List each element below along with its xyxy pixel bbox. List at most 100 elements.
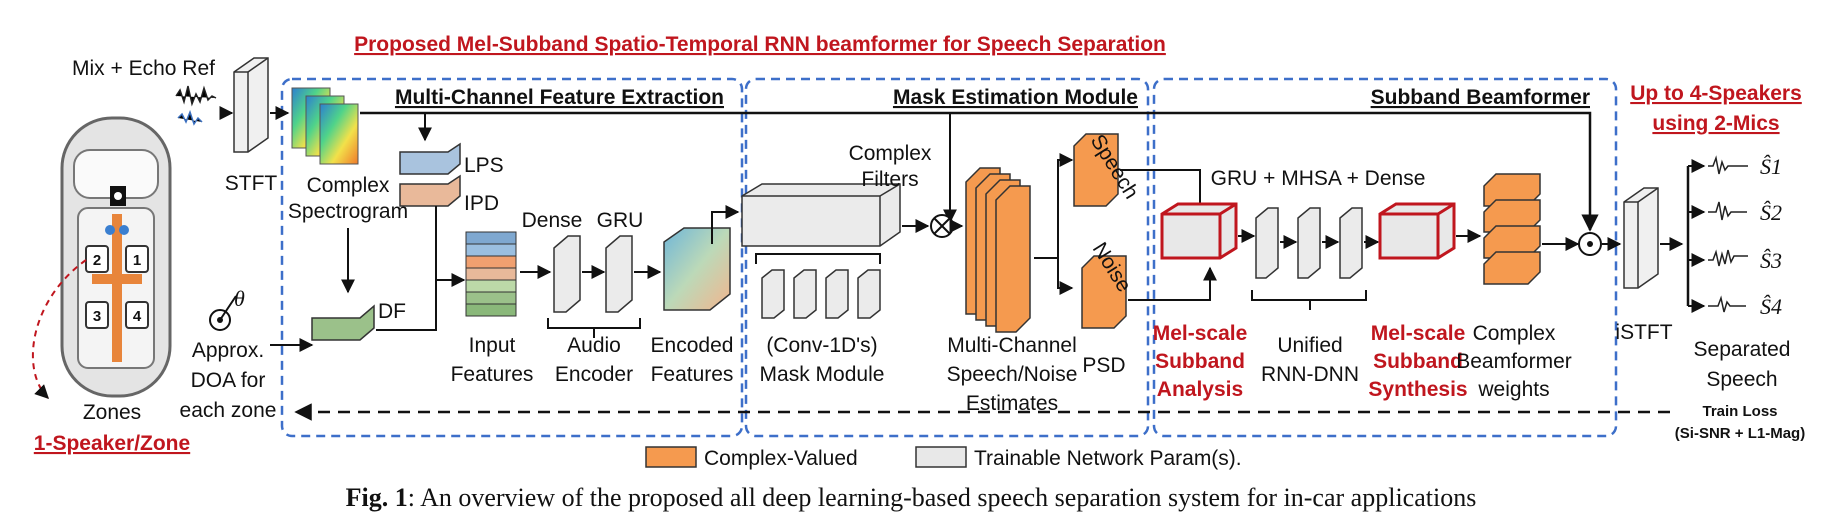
encoded-features-label: Encoded [651, 334, 734, 357]
seat-number: 3 [93, 308, 101, 325]
mask-module-label: Mask Module [760, 363, 885, 386]
mask-module-edge [879, 183, 901, 197]
lps-label: LPS [464, 154, 504, 177]
unified-label: RNN-DNN [1261, 363, 1359, 386]
legend-trainable-label: Trainable Network Param(s). [974, 447, 1242, 470]
seat-number: 1 [133, 252, 141, 269]
weights-label: weights [1477, 378, 1549, 401]
df-block [311, 304, 375, 341]
car-icon [60, 116, 172, 398]
feature-extraction-module [280, 77, 744, 438]
seat-number: 4 [133, 308, 142, 325]
dense-block [553, 235, 581, 313]
speaker-label: Ŝ2 [1760, 200, 1782, 225]
analysis-label: Mel-scale [1153, 322, 1248, 345]
zones-label: Zones [83, 401, 141, 424]
synthesis-label: Synthesis [1368, 378, 1467, 401]
apply-operator-icon [1578, 232, 1602, 256]
encoded-features-label: Features [651, 363, 734, 386]
audio-encoder-label: Audio [567, 334, 621, 357]
speech-noise-estimates-block [965, 167, 1031, 333]
subband-synthesis-block [1378, 202, 1456, 260]
ipd-label: IPD [464, 192, 499, 215]
analysis-label: Subband [1155, 350, 1245, 373]
doa-label: each zone [180, 399, 277, 422]
beamformer-weights-block [1483, 173, 1541, 285]
train-loss-label: (Si-SNR + L1-Mag) [1675, 425, 1805, 442]
speaker-label: Ŝ4 [1760, 294, 1782, 319]
mix-label: Mix + Echo Ref [72, 57, 215, 80]
estimates-label: Estimates [966, 392, 1058, 415]
complex-spectrogram-label: Spectrogram [288, 200, 408, 223]
mask-estimation-title: Mask Estimation Module [893, 86, 1138, 109]
features-merge-line [376, 280, 437, 331]
subband-beamformer-title: Subband Beamformer [1371, 86, 1590, 109]
encoded-features-block [663, 227, 731, 311]
estimates-split-line [1057, 258, 1074, 295]
synthesis-label: Mel-scale [1371, 322, 1466, 345]
multiply-operator-icon [930, 214, 954, 238]
output-note: Up to 4-Speakers [1630, 82, 1802, 105]
input-features-label: Input [469, 334, 516, 357]
df-label: DF [378, 300, 406, 323]
noise-psd-block [1081, 255, 1127, 329]
theta-symbol: θ [234, 286, 245, 311]
speaker-label: Ŝ1 [1760, 154, 1782, 179]
speaker-label: Ŝ3 [1760, 248, 1782, 273]
separated-label: Speech [1706, 368, 1777, 391]
separated-label: Separated [1694, 338, 1791, 361]
conv1d-blocks [761, 269, 881, 319]
input-features-label: Features [451, 363, 534, 386]
separated-waveform-icon [1708, 155, 1748, 313]
stft-label: STFT [225, 172, 278, 195]
legend-complex-swatch [645, 446, 697, 468]
mask-module-brace [755, 253, 881, 264]
mask-module-block [741, 183, 901, 247]
unified-rnn-blocks [1255, 207, 1363, 279]
feature-extraction-title: Multi-Channel Feature Extraction [395, 86, 724, 109]
legend-complex-label: Complex-Valued [704, 447, 858, 470]
ipd-block [399, 174, 461, 207]
estimates-split-line [1034, 153, 1074, 259]
gru-block [605, 235, 633, 313]
complex-filters-label: Complex [849, 142, 932, 165]
input-features-stack [465, 231, 517, 317]
subband-analysis-block [1160, 202, 1238, 260]
diagram-title: Proposed Mel-Subband Spatio-Temporal RNN… [354, 33, 1166, 56]
zones-arrow [31, 259, 87, 399]
complex-spectrogram-icon [291, 87, 359, 165]
doa-label: DOA for [191, 369, 266, 392]
lps-block [399, 142, 461, 175]
noise-psd-arrow [1128, 266, 1217, 301]
mask-module-label: (Conv-1D's) [766, 334, 877, 357]
unified-rnn-brace [1251, 290, 1367, 310]
figure-caption: Fig. 1: An overview of the proposed all … [346, 483, 1477, 512]
synthesis-label: Subband [1373, 350, 1463, 373]
train-loss-label: Train Loss [1702, 403, 1777, 420]
gru-label: GRU [597, 209, 644, 232]
spectrogram-bypass-line [360, 111, 1599, 232]
legend-trainable-swatch [915, 446, 967, 468]
mix-waveform-icon [175, 85, 217, 126]
stft-block [233, 57, 269, 153]
gru-mhsa-label: GRU + MHSA + Dense [1211, 167, 1426, 190]
complex-spectrogram-label: Complex [307, 174, 390, 197]
istft-block [1623, 187, 1659, 289]
zones-note: 1-Speaker/Zone [34, 432, 190, 455]
seat-number: 2 [93, 252, 101, 269]
audio-encoder-brace [547, 318, 641, 338]
complex-filters-label: Filters [861, 168, 918, 191]
unified-label: Unified [1277, 334, 1342, 357]
weights-label: Complex [1473, 322, 1556, 345]
caption-text: : An overview of the proposed all deep l… [408, 483, 1477, 512]
speech-psd-block [1073, 133, 1119, 207]
audio-encoder-label: Encoder [555, 363, 633, 386]
encoded-to-mask-arrow [711, 205, 740, 244]
analysis-label: Analysis [1157, 378, 1243, 401]
weights-label: Beamformer [1456, 350, 1572, 373]
doa-icon [209, 295, 237, 331]
output-note: using 2-Mics [1652, 112, 1779, 135]
dense-label: Dense [522, 209, 583, 232]
estimates-label: Speech/Noise [947, 363, 1078, 386]
